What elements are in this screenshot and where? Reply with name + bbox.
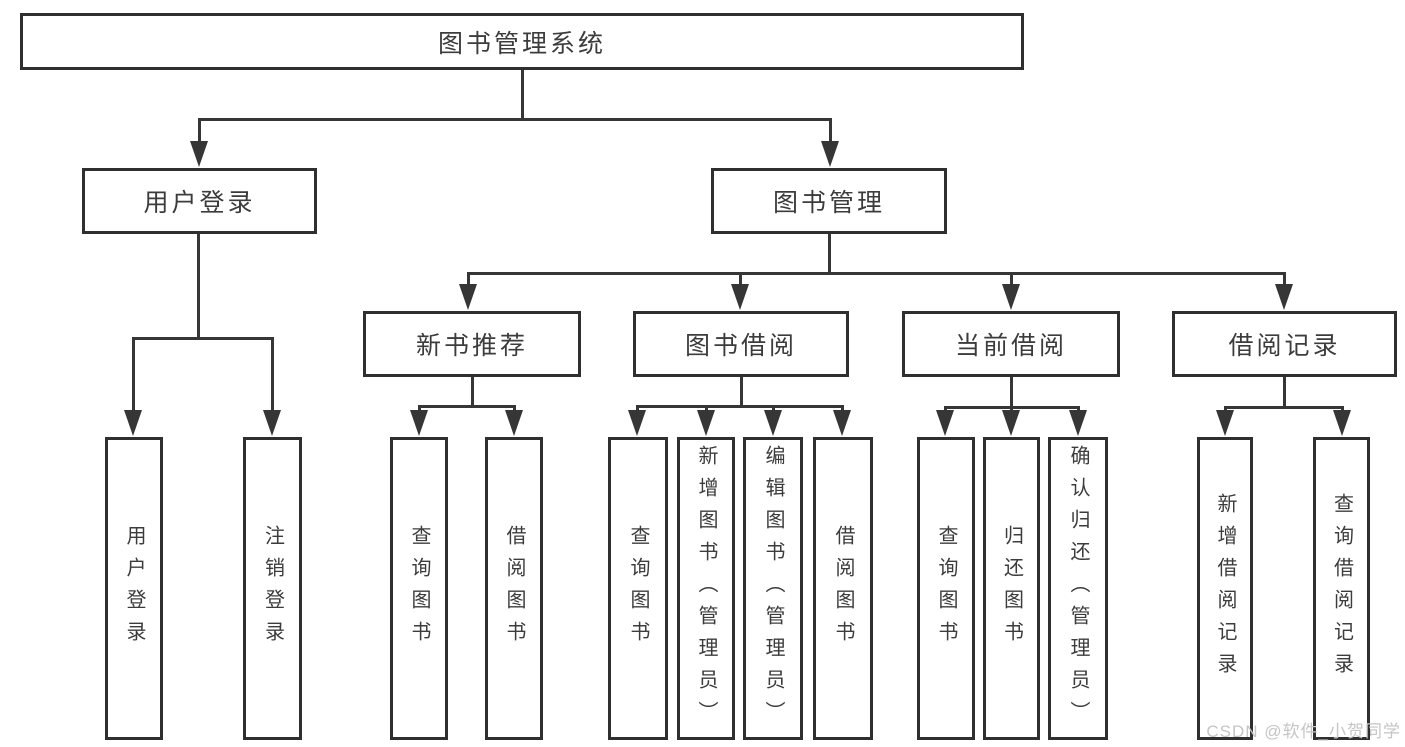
connector-line <box>636 405 639 412</box>
leaf-logout: 注销登录 <box>243 437 302 740</box>
arrowhead <box>1216 410 1234 436</box>
connector-line <box>198 118 201 143</box>
node-label: 新书推荐 <box>415 332 528 360</box>
leaf-confirm-return-admin: 确认归还（管理员） <box>1048 437 1108 740</box>
arrowhead <box>628 410 646 436</box>
node-label: 用户登录 <box>123 524 145 653</box>
node-new-book-recommendation: 新书推荐 <box>363 311 581 377</box>
leaf-add-borrow-record: 新增借阅记录 <box>1197 437 1253 740</box>
leaf-edit-book-admin: 编辑图书（管理员） <box>743 437 803 740</box>
arrowhead <box>459 284 477 310</box>
connector-line <box>418 405 516 408</box>
leaf-query-books-recommend: 查询图书 <box>390 437 448 740</box>
connector-line <box>132 337 135 412</box>
arrowhead <box>833 410 851 436</box>
connector-line <box>828 234 831 272</box>
connector-line <box>1341 406 1344 412</box>
connector-line <box>829 118 832 143</box>
node-label: 图书管理 <box>772 189 885 217</box>
node-book-management-system: 图书管理系统 <box>20 13 1024 70</box>
leaf-return-book: 归还图书 <box>983 437 1040 740</box>
connector-line <box>1077 406 1080 412</box>
arrowhead <box>263 410 281 436</box>
node-label: 归还图书 <box>1000 524 1023 653</box>
arrowhead <box>505 410 523 436</box>
watermark: CSDN @软件_小贺同学 <box>1206 722 1401 741</box>
arrowhead <box>1002 284 1020 310</box>
connector-line <box>521 70 524 118</box>
connector-line <box>471 377 474 405</box>
node-current-borrowing: 当前借阅 <box>902 311 1120 377</box>
connector-line <box>271 337 274 412</box>
node-label: 借阅图书 <box>832 524 854 653</box>
leaf-query-borrow-record: 查询借阅记录 <box>1313 437 1370 740</box>
node-label: 查询图书 <box>627 524 649 653</box>
leaf-query-books-borrow: 查询图书 <box>608 437 668 740</box>
node-label: 新增图书（管理员） <box>695 444 717 733</box>
leaf-user-login: 用户登录 <box>105 437 163 740</box>
connector-line <box>841 405 844 412</box>
node-label: 编辑图书（管理员） <box>762 444 784 733</box>
node-label: 确认归还（管理员） <box>1067 444 1089 733</box>
arrowhead <box>1333 410 1351 436</box>
node-borrowing-records: 借阅记录 <box>1172 311 1397 377</box>
arrowhead <box>190 141 208 167</box>
connector-line <box>1010 272 1013 286</box>
arrowhead <box>764 410 782 436</box>
node-book-management: 图书管理 <box>711 168 947 234</box>
leaf-query-books-current: 查询图书 <box>917 437 975 740</box>
arrowhead <box>936 410 954 436</box>
connector-line <box>198 118 831 121</box>
node-label: 借阅图书 <box>503 524 525 653</box>
connector-line <box>132 337 273 340</box>
connector-line <box>1224 406 1227 412</box>
connector-line <box>739 272 742 286</box>
arrowhead <box>1275 284 1293 310</box>
node-label: 查询图书 <box>408 524 430 653</box>
node-label: 当前借阅 <box>954 332 1067 360</box>
node-label: 用户登录 <box>143 189 256 217</box>
arrowhead <box>731 284 749 310</box>
node-book-borrowing: 图书借阅 <box>633 311 849 377</box>
arrowhead <box>1069 410 1087 436</box>
arrowhead <box>697 410 715 436</box>
connector-line <box>1010 377 1013 406</box>
node-label: 新增借阅记录 <box>1214 492 1236 685</box>
arrowhead <box>410 410 428 436</box>
connector-line <box>772 405 775 412</box>
connector-line <box>705 405 708 412</box>
connector-line <box>418 405 421 412</box>
connector-line <box>467 272 470 286</box>
connector-line <box>1010 406 1013 412</box>
connector-line <box>467 272 1285 275</box>
arrowhead <box>821 141 839 167</box>
connector-line <box>1224 406 1343 409</box>
node-user-login: 用户登录 <box>82 168 317 234</box>
connector-line <box>944 406 947 412</box>
node-label: 查询图书 <box>935 524 957 653</box>
arrowhead <box>1002 410 1020 436</box>
leaf-borrow-books: 借阅图书 <box>813 437 873 740</box>
node-label: 图书借阅 <box>684 332 797 360</box>
leaf-borrow-books-recommend: 借阅图书 <box>485 437 543 740</box>
connector-line <box>513 405 516 412</box>
connector-line <box>740 377 743 405</box>
node-label: 借阅记录 <box>1228 332 1341 360</box>
node-label: 查询借阅记录 <box>1330 492 1353 685</box>
connector-line <box>1283 377 1286 406</box>
node-label: 注销登录 <box>261 524 284 653</box>
connector-line <box>636 405 844 408</box>
connector-line <box>197 234 200 337</box>
leaf-add-book-admin: 新增图书（管理员） <box>677 437 735 740</box>
arrowhead <box>124 410 142 436</box>
connector-line <box>1283 272 1286 286</box>
node-label: 图书管理系统 <box>437 29 606 58</box>
